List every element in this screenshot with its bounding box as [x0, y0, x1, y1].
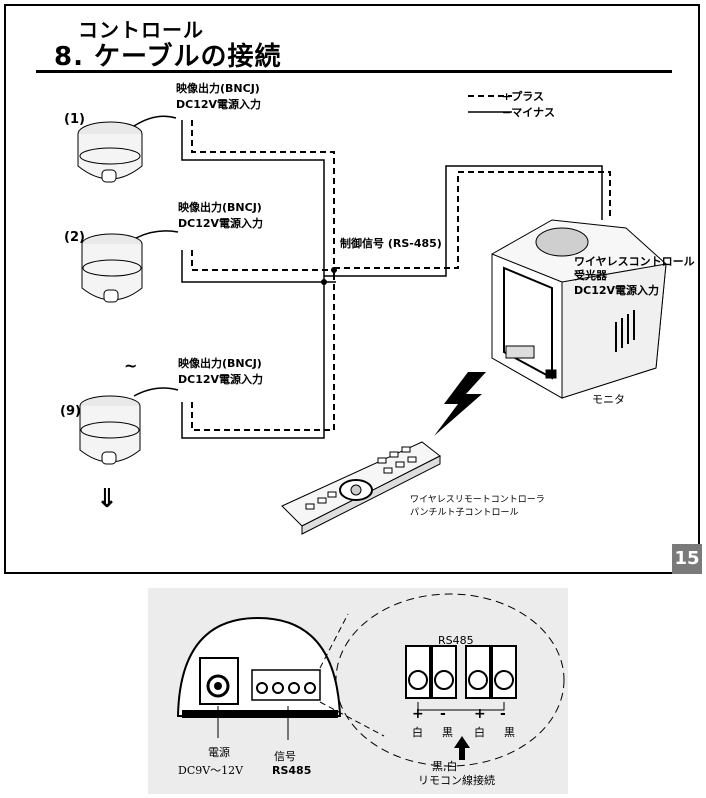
pin-4-sign: -	[500, 706, 506, 722]
signal-value: RS485	[272, 764, 312, 777]
wireless-bolt	[434, 372, 486, 436]
camera-1-power-label: DC12V電源入力	[176, 98, 262, 111]
pin-1-color: 白	[412, 726, 423, 739]
manual-page: コントロール 8. ケーブルの接続	[4, 4, 700, 574]
pin-1-sign: +	[412, 706, 424, 722]
pin-2-sign: -	[440, 706, 446, 722]
power-title: 電源	[208, 746, 230, 759]
camera-9-shape	[79, 387, 179, 465]
plus-wires	[191, 120, 611, 431]
wiring-diagram	[77, 95, 667, 535]
connector-drawing	[176, 593, 565, 767]
rs485-label: RS485	[438, 634, 474, 647]
camera-9-power-label: DC12V電源入力	[178, 373, 264, 386]
pin-3-color: 白	[474, 726, 485, 739]
camera-1-number: (1)	[64, 112, 85, 127]
down-arrow: ⇓	[96, 484, 118, 514]
receiver-label-2: 受光器	[574, 269, 607, 282]
remote-note-2: リモコン線接続	[418, 774, 495, 787]
monitor-name: モニタ	[592, 393, 625, 406]
monitor-shape	[491, 219, 667, 399]
camera-2-shape	[81, 230, 179, 303]
camera-2-power-label: DC12V電源入力	[178, 217, 264, 230]
power-value: DC9V〜12V	[178, 764, 244, 777]
legend-plus-label: +プラス	[502, 90, 544, 103]
page-subtitle: コントロール	[78, 18, 204, 42]
camera-1-video-label: 映像出力(BNCJ)	[176, 82, 260, 95]
camera-1-shape	[77, 115, 177, 183]
title-rule	[36, 70, 672, 73]
signal-title: 信号	[274, 750, 296, 763]
camera-2-number: (2)	[64, 230, 85, 245]
camera-2-video-label: 映像出力(BNCJ)	[178, 201, 262, 214]
control-signal-label: 制御信号 (RS-485)	[340, 237, 442, 250]
page-number: 15	[672, 544, 702, 574]
page-title: 8. ケーブルの接続	[54, 42, 282, 72]
remote-control-shape	[281, 441, 441, 535]
remote-note-1: 黒,白	[432, 760, 458, 773]
receiver-label: ワイヤレスコントロール	[574, 255, 695, 268]
camera-9-video-label: 映像出力(BNCJ)	[178, 357, 262, 370]
remote-label-1: ワイヤレスリモートコントローラ	[410, 495, 545, 505]
monitor-power-label: DC12V電源入力	[574, 284, 660, 297]
pin-3-sign: +	[474, 706, 486, 722]
pin-2-color: 黒	[442, 726, 453, 739]
camera-9-number: (9)	[60, 404, 81, 419]
connector-detail: RS485 + - + - 白 黒 白 黒 電源 DC9V〜12V 信号 RS4…	[148, 588, 568, 794]
minus-wires	[181, 120, 603, 439]
pin-4-color: 黒	[504, 726, 515, 739]
ellipsis-mark: ~	[124, 356, 138, 375]
remote-label-2: パンチルト子コントロール	[410, 508, 519, 518]
legend-minus-label: −マイナス	[502, 106, 555, 119]
